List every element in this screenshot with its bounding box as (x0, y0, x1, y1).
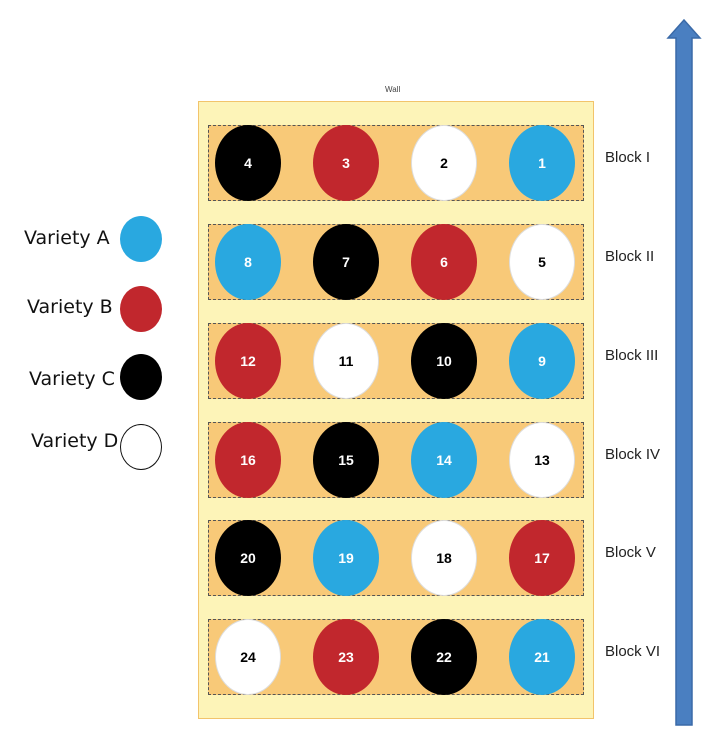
field-top-label: Wall (385, 85, 401, 94)
plot-17: 17 (509, 520, 575, 596)
plot-3: 3 (313, 125, 379, 201)
plot-20: 20 (215, 520, 281, 596)
arrow-shape (666, 18, 702, 726)
plot-11: 11 (313, 323, 379, 399)
plot-14: 14 (411, 422, 477, 498)
legend-dot-variety-b (120, 286, 162, 332)
field-area (198, 101, 594, 719)
plot-5: 5 (509, 224, 575, 300)
legend-label-variety-c: Variety C (29, 368, 115, 390)
legend-label-variety-b: Variety B (27, 296, 113, 318)
plot-15: 15 (313, 422, 379, 498)
plot-23: 23 (313, 619, 379, 695)
block-label: Block VI (605, 643, 661, 660)
block-label: Block II (605, 248, 655, 265)
legend-label-variety-d: Variety D (31, 430, 119, 452)
plot-1: 1 (509, 125, 575, 201)
plot-16: 16 (215, 422, 281, 498)
plot-24: 24 (215, 619, 281, 695)
plot-8: 8 (215, 224, 281, 300)
plot-19: 19 (313, 520, 379, 596)
plot-21: 21 (509, 619, 575, 695)
plot-6: 6 (411, 224, 477, 300)
legend-dot-variety-d (120, 424, 162, 470)
legend-label-variety-a: Variety A (24, 227, 110, 249)
up-arrow-icon (666, 18, 702, 726)
block-label: Block IV (605, 446, 661, 463)
legend-dot-variety-a (120, 216, 162, 262)
plot-4: 4 (215, 125, 281, 201)
legend-dot-variety-c (120, 354, 162, 400)
plot-13: 13 (509, 422, 575, 498)
plot-18: 18 (411, 520, 477, 596)
block-label: Block V (605, 544, 656, 561)
plot-10: 10 (411, 323, 477, 399)
plot-7: 7 (313, 224, 379, 300)
plot-2: 2 (411, 125, 477, 201)
plot-22: 22 (411, 619, 477, 695)
block-label: Block I (605, 149, 651, 166)
plot-9: 9 (509, 323, 575, 399)
block-label: Block III (605, 347, 659, 364)
plot-12: 12 (215, 323, 281, 399)
